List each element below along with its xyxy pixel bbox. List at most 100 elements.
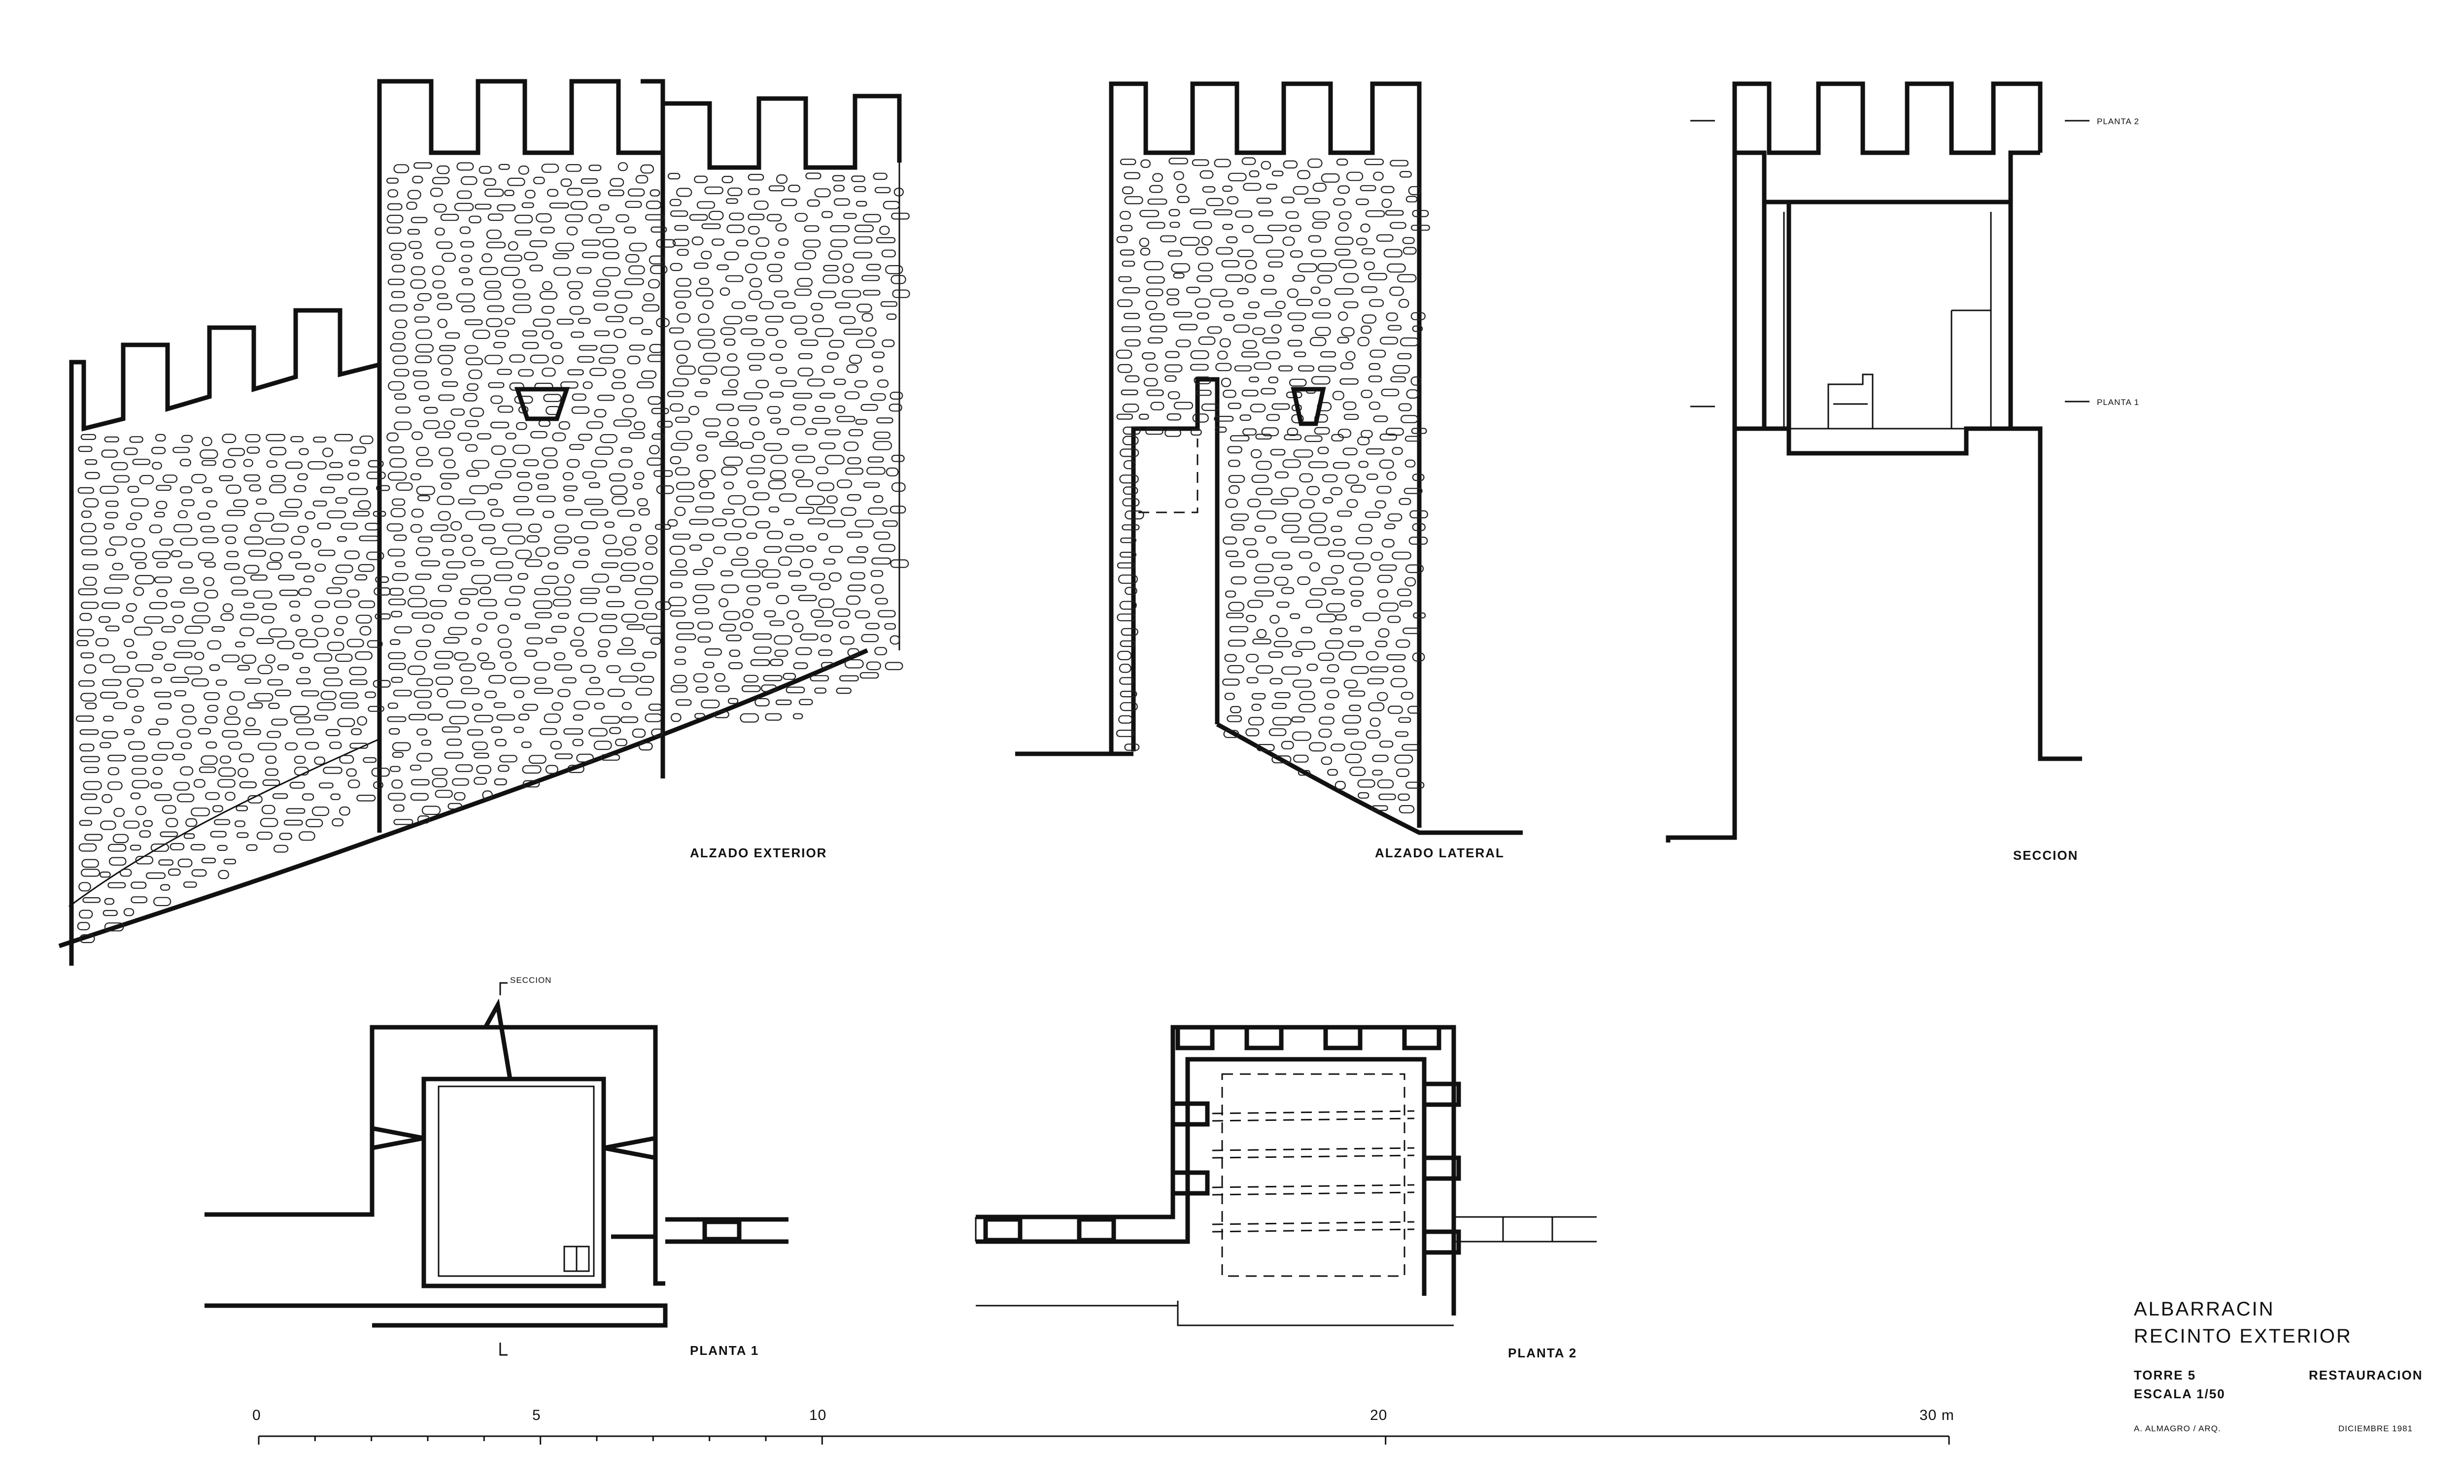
masonry-stone — [1320, 351, 1336, 358]
masonry-stone — [554, 524, 569, 533]
masonry-stone — [243, 474, 260, 482]
masonry-stone — [874, 647, 888, 655]
masonry-stone — [725, 275, 744, 282]
masonry-stone — [453, 792, 466, 801]
masonry-stone — [366, 551, 384, 560]
masonry-stone — [479, 267, 498, 275]
masonry-stone — [135, 856, 154, 865]
masonry-stone — [1271, 403, 1290, 410]
masonry-stone — [1312, 312, 1332, 319]
masonry-stone — [859, 672, 879, 679]
masonry-stone — [700, 251, 712, 260]
masonry-stone — [497, 204, 516, 211]
masonry-stone — [1369, 363, 1381, 370]
masonry-stone — [176, 793, 195, 803]
masonry-stone — [612, 496, 627, 505]
masonry-stone — [1122, 261, 1135, 267]
planta-1-level-line — [1690, 401, 2089, 407]
masonry-stone — [570, 201, 588, 210]
masonry-stone — [172, 447, 190, 453]
masonry-stone — [746, 597, 760, 606]
masonry-stone — [261, 805, 275, 814]
masonry-stone — [1282, 236, 1295, 246]
masonry-stone — [1298, 263, 1318, 272]
masonry-stone — [387, 548, 405, 557]
masonry-stone — [413, 381, 429, 390]
masonry-stone — [181, 499, 195, 506]
masonry-stone — [387, 703, 398, 709]
masonry-stone — [1300, 627, 1312, 634]
masonry-stone — [517, 573, 528, 580]
masonry-stone — [1224, 654, 1237, 662]
masonry-stone — [224, 716, 241, 725]
masonry-stone — [890, 391, 903, 400]
masonry-stone — [674, 340, 691, 350]
masonry-stone — [768, 506, 780, 512]
masonry-stone — [812, 417, 831, 424]
masonry-stone — [1351, 666, 1369, 674]
scale-tick-label-20: 20 — [1370, 1407, 1387, 1423]
masonry-stone — [676, 482, 695, 490]
masonry-stone — [495, 330, 510, 337]
masonry-stone — [270, 446, 287, 456]
masonry-stone — [677, 313, 691, 323]
masonry-stone — [461, 535, 473, 542]
masonry-stone — [79, 934, 95, 944]
masonry-stone — [1345, 753, 1362, 763]
masonry-stone — [798, 699, 813, 706]
masonry-stone — [139, 830, 151, 838]
masonry-stone — [84, 834, 103, 841]
masonry-stone — [634, 472, 645, 480]
masonry-stone — [415, 640, 431, 647]
masonry-stone — [1255, 564, 1274, 573]
masonry-stone — [1266, 183, 1278, 190]
masonry-stone — [1357, 437, 1370, 445]
masonry-stone — [1118, 715, 1133, 724]
masonry-stone — [81, 859, 99, 868]
masonry-stone — [395, 561, 406, 568]
masonry-stone — [691, 236, 704, 245]
masonry-stone — [610, 178, 624, 187]
masonry-stone — [105, 512, 118, 519]
masonry-stone — [1270, 449, 1286, 456]
masonry-stone — [262, 779, 280, 786]
masonry-stone — [83, 498, 99, 508]
masonry-stone — [468, 215, 481, 224]
masonry-stone — [742, 609, 754, 618]
masonry-stone — [1298, 365, 1315, 372]
masonry-stone — [542, 281, 552, 291]
masonry-stone — [130, 512, 142, 521]
masonry-stone — [156, 718, 169, 725]
masonry-stone — [674, 506, 686, 516]
masonry-stone — [472, 330, 490, 339]
masonry-stone — [491, 726, 503, 733]
masonry-stone — [466, 383, 479, 391]
masonry-stone — [524, 623, 540, 629]
masonry-stone — [107, 767, 119, 776]
masonry-stone — [77, 629, 95, 637]
masonry-stone — [1390, 222, 1406, 229]
masonry-stone — [632, 483, 643, 490]
masonry-stone — [1287, 339, 1302, 347]
masonry-stone — [1246, 677, 1259, 683]
masonry-stone — [689, 519, 709, 525]
masonry-stone — [694, 391, 708, 397]
masonry-stone — [753, 492, 770, 501]
masonry-stone — [1390, 678, 1407, 687]
masonry-stone — [755, 379, 769, 388]
masonry-stone — [461, 254, 473, 263]
masonry-stone — [862, 214, 882, 223]
label-alzado-exterior: ALZADO EXTERIOR — [690, 845, 827, 860]
section-cut-marker-top — [499, 982, 508, 995]
masonry-stone — [339, 755, 354, 764]
masonry-stone — [697, 636, 711, 643]
masonry-stone — [1357, 779, 1375, 788]
masonry-stone — [356, 794, 376, 802]
masonry-stone — [478, 599, 497, 607]
masonry-stone — [135, 574, 155, 585]
masonry-stone — [1242, 225, 1254, 233]
masonry-stone — [1368, 375, 1382, 382]
masonry-stone — [150, 843, 169, 852]
masonry-stone — [1346, 171, 1364, 181]
masonry-stone — [1140, 159, 1151, 168]
